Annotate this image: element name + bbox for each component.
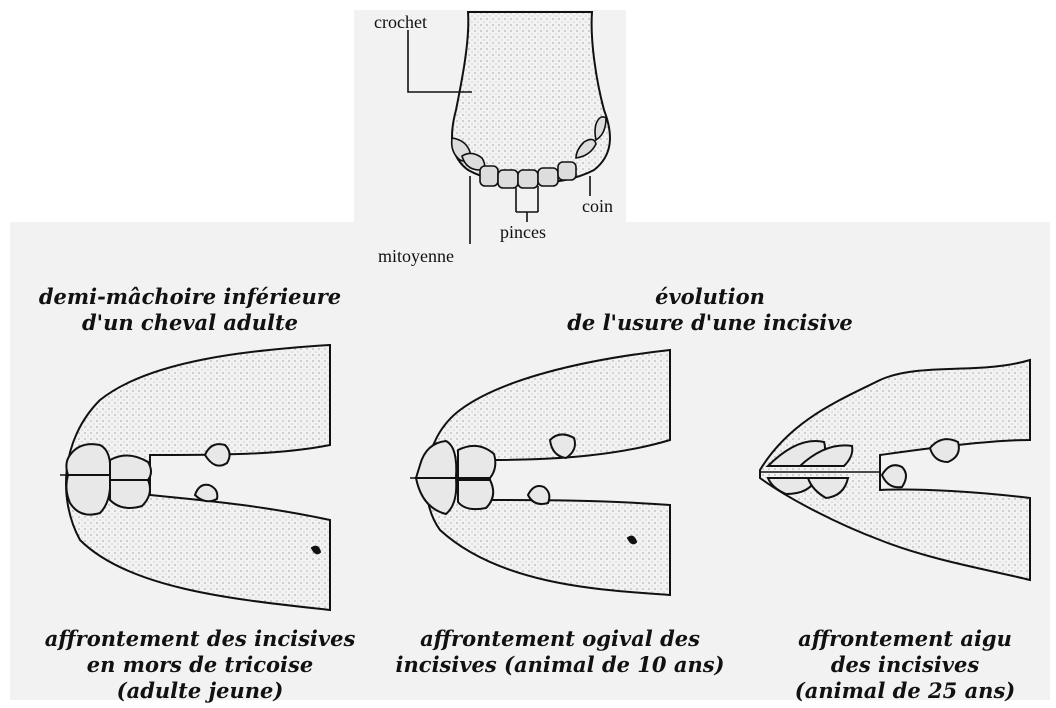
title-right-line-1: évolution	[540, 284, 880, 310]
jaw-ten-years	[410, 350, 670, 595]
caption-ten-years: affrontement ogival des incisives (anima…	[390, 626, 730, 678]
caption-twentyfive-line-1: affrontement aigu	[760, 626, 1050, 652]
title-left: demi-mâchoire inférieure d'un cheval adu…	[20, 284, 360, 336]
caption-young-line-3: (adulte jeune)	[30, 678, 370, 704]
caption-twentyfive-years: affrontement aigu des incisives (animal …	[760, 626, 1050, 704]
title-left-line-2: d'un cheval adulte	[20, 310, 360, 336]
caption-young-line-1: affrontement des incisives	[30, 626, 370, 652]
caption-young-line-2: en mors de tricoise	[30, 652, 370, 678]
label-pinces: pinces	[500, 222, 546, 242]
jaw-twentyfive-years	[760, 360, 1030, 580]
caption-twentyfive-line-2: des incisives	[760, 652, 1050, 678]
title-right-line-2: de l'usure d'une incisive	[540, 310, 880, 336]
label-mitoyenne: mitoyenne	[378, 246, 454, 266]
title-right: évolution de l'usure d'une incisive	[540, 284, 880, 336]
jaw-young-adult	[60, 345, 330, 610]
label-coin: coin	[582, 196, 613, 216]
caption-young: affrontement des incisives en mors de tr…	[30, 626, 370, 704]
caption-ten-line-1: affrontement ogival des	[390, 626, 730, 652]
caption-ten-line-2: incisives (animal de 10 ans)	[390, 652, 730, 678]
caption-twentyfive-line-3: (animal de 25 ans)	[760, 678, 1050, 704]
lower-jaw-top-view	[408, 12, 610, 244]
label-crochet: crochet	[374, 12, 427, 32]
title-left-line-1: demi-mâchoire inférieure	[20, 284, 360, 310]
